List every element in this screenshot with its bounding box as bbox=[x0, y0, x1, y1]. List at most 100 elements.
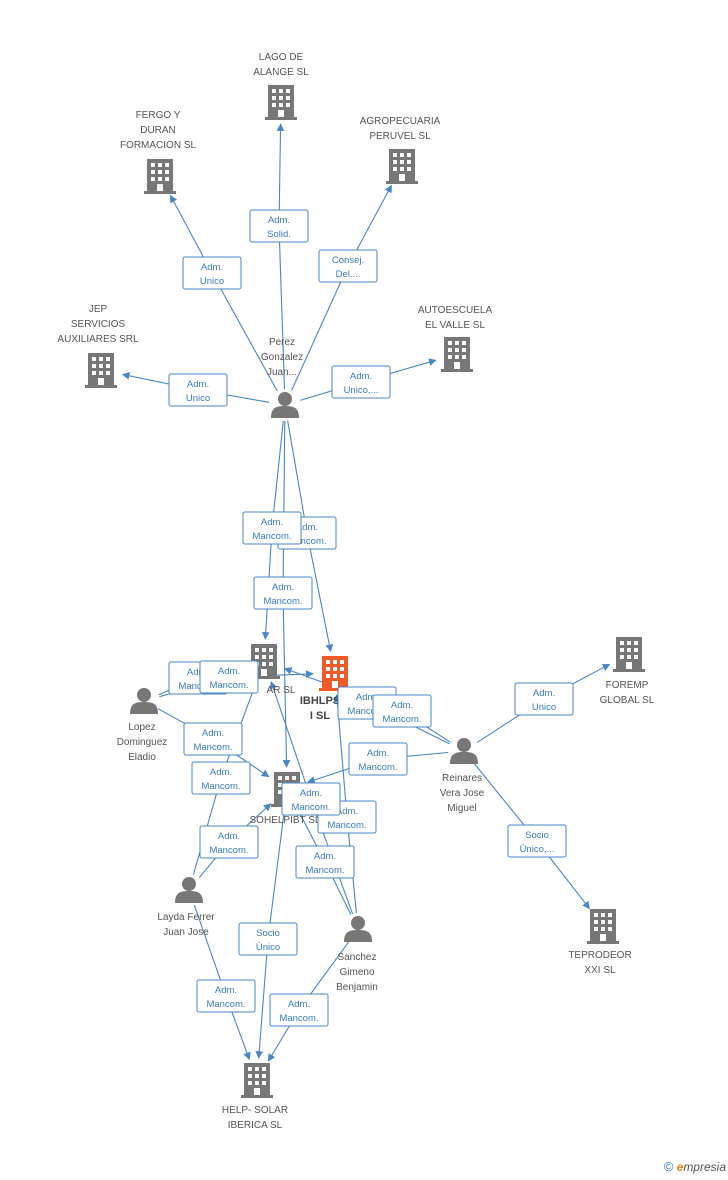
relation-box bbox=[238, 922, 298, 956]
relation-text: Adm. bbox=[187, 667, 209, 678]
relation-label-layda-sohel[interactable]: Adm.Mancom. bbox=[199, 825, 259, 859]
person-icon bbox=[175, 877, 203, 903]
relation-box bbox=[348, 742, 408, 776]
relation-text: Adm. bbox=[288, 999, 310, 1010]
relation-edge-source bbox=[211, 272, 278, 392]
relation-text: Adm. bbox=[268, 215, 290, 226]
relation-text: Unico bbox=[532, 702, 556, 713]
relation-label-layda-ar[interactable]: Adm.Mancom. bbox=[191, 761, 251, 795]
building-icon bbox=[241, 1063, 273, 1098]
building-icon bbox=[319, 656, 351, 691]
relation-edge-source bbox=[267, 804, 286, 940]
relation-label-reinares-sohel[interactable]: Adm.Mancom. bbox=[348, 742, 408, 776]
node-label-line: DURAN bbox=[140, 125, 176, 136]
relation-label-perez-autoescuela[interactable]: Adm.Unico,... bbox=[331, 365, 391, 399]
person-icon bbox=[271, 392, 299, 418]
company-node-ar[interactable]: AR SL bbox=[248, 644, 296, 696]
node-label-line: GLOBAL SL bbox=[600, 695, 655, 706]
node-label-line: AUTOESCUELA bbox=[418, 305, 493, 316]
node-label-line: XXI SL bbox=[584, 965, 616, 976]
node-label-line: IBHLPS bbox=[300, 695, 340, 707]
relation-box bbox=[183, 722, 243, 756]
building-icon bbox=[265, 85, 297, 120]
relation-label-sanchez-help[interactable]: Adm.Mancom. bbox=[269, 993, 329, 1027]
relation-text: Mancom. bbox=[291, 802, 330, 813]
relation-box bbox=[514, 682, 574, 716]
relation-edge-arrow bbox=[276, 123, 285, 227]
relation-text: Adm. bbox=[336, 806, 358, 817]
relation-box bbox=[191, 761, 251, 795]
relation-text: Mancom. bbox=[201, 781, 240, 792]
node-label-line: Perez bbox=[269, 337, 295, 348]
relation-label-lopez-ibhlps[interactable]: Adm.Mancom. bbox=[199, 660, 259, 694]
node-label-line: SERVICIOS bbox=[71, 319, 126, 330]
relation-box bbox=[168, 373, 228, 407]
relation-box bbox=[242, 511, 302, 545]
building-icon bbox=[613, 637, 645, 672]
relation-box bbox=[196, 979, 256, 1013]
relation-label-perez-jep[interactable]: Adm.Unico bbox=[168, 373, 228, 407]
relation-text: Único,... bbox=[520, 844, 555, 855]
node-label-line: Reinares bbox=[442, 773, 482, 784]
relation-box bbox=[199, 825, 259, 859]
relation-label-perez-sohel[interactable]: Adm.Mancom. bbox=[253, 576, 313, 610]
brand-initial: e bbox=[676, 1160, 684, 1174]
relation-text: Del.... bbox=[336, 269, 361, 280]
node-label-line: Benjamin bbox=[336, 982, 378, 993]
building-icon bbox=[441, 337, 473, 372]
relation-edge-arrow bbox=[282, 592, 291, 768]
company-node-teprodeor[interactable]: TEPRODEOR XXI SL bbox=[568, 909, 632, 976]
relation-text: Adm. bbox=[533, 688, 555, 699]
relation-label-reinares-teprodeor[interactable]: SocioÚnico,... bbox=[507, 824, 567, 858]
relation-label-sanchez-sohel[interactable]: Adm.Mancom. bbox=[295, 845, 355, 879]
relation-text: Adm. bbox=[314, 851, 336, 862]
relation-text: Adm. bbox=[261, 517, 283, 528]
relation-box bbox=[331, 365, 391, 399]
relation-label-perez-fergo[interactable]: Adm.Unico bbox=[182, 256, 242, 290]
node-label-line: HELP- SOLAR bbox=[222, 1105, 288, 1116]
relation-edge-source bbox=[282, 420, 286, 594]
node-label-line: TEPRODEOR bbox=[568, 950, 631, 961]
node-label-line: Gimeno bbox=[339, 967, 374, 978]
relation-label-lopez-sohel[interactable]: Adm.Mancom. bbox=[183, 722, 243, 756]
node-label-line: Lopez bbox=[128, 722, 155, 733]
node-label-line: AR SL bbox=[267, 685, 296, 696]
relation-box bbox=[253, 576, 313, 610]
relation-box bbox=[199, 660, 259, 694]
relation-text: Unico,... bbox=[344, 385, 379, 396]
person-node-perez[interactable]: PerezGonzalezJuan... bbox=[261, 337, 303, 418]
relation-label-sanchez-ar[interactable]: Adm.Mancom. bbox=[281, 782, 341, 816]
relation-label-layda-help[interactable]: Adm.Mancom. bbox=[196, 979, 256, 1013]
node-label-line: AUXILIARES SRL bbox=[57, 334, 139, 345]
company-node-foremp[interactable]: FOREMP GLOBAL SL bbox=[600, 637, 655, 706]
relation-text: Adm. bbox=[272, 582, 294, 593]
relation-text: Mancom. bbox=[209, 845, 248, 856]
relation-label-perez-agro[interactable]: Consej.Del.... bbox=[318, 249, 378, 283]
relation-label-perez-ar[interactable]: Adm.Mancom. bbox=[242, 511, 302, 545]
node-label-line: Layda Ferrer bbox=[157, 912, 215, 923]
relation-text: Mancom. bbox=[347, 706, 386, 717]
relation-label-perez-lago[interactable]: Adm.Solid. bbox=[249, 209, 309, 243]
node-label-line: PERUVEL SL bbox=[369, 131, 431, 142]
relation-label-reinares-foremp[interactable]: Adm. Unico bbox=[514, 682, 574, 716]
node-label-line: Juan Jose bbox=[163, 927, 209, 938]
copyright-icon: © bbox=[663, 1159, 674, 1174]
relation-label-reinares-ar[interactable]: Adm.Mancom. bbox=[372, 694, 432, 728]
relation-text: Unico bbox=[186, 393, 210, 404]
node-label-line: Eladio bbox=[128, 752, 156, 763]
node-label-line: FOREMP bbox=[606, 680, 649, 691]
company-node-sohel[interactable]: SOHELPIBT SL bbox=[250, 772, 321, 826]
